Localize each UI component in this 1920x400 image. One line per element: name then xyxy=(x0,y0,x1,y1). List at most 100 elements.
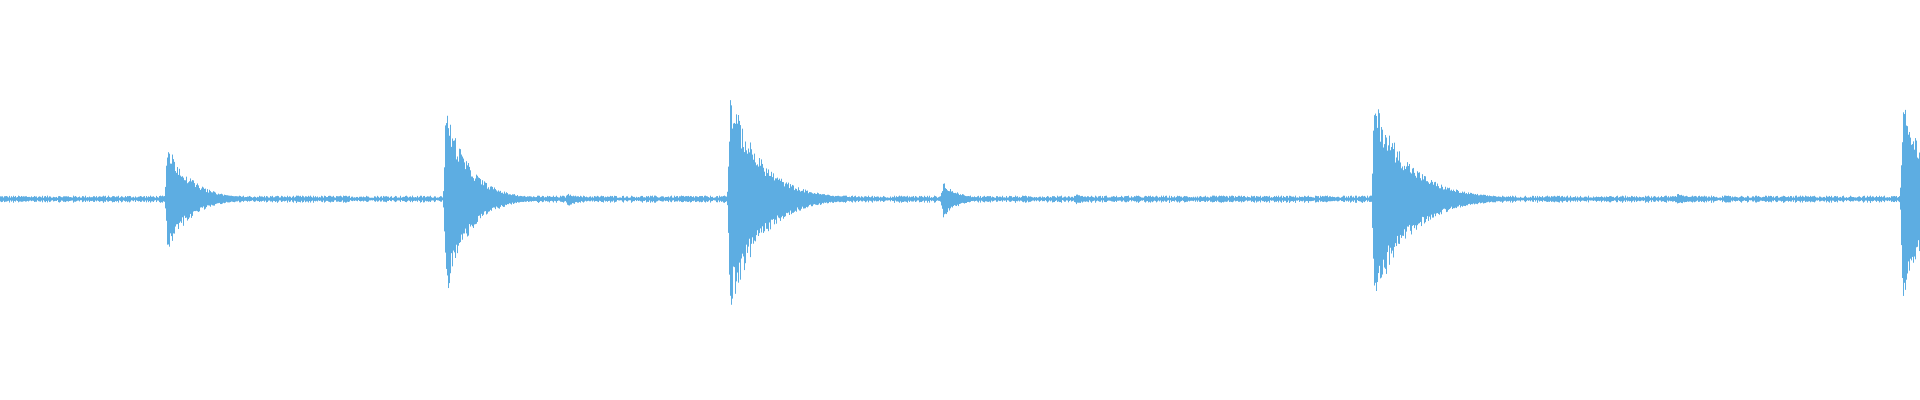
waveform-sample xyxy=(66,196,67,202)
waveform-sample xyxy=(1499,196,1500,202)
waveform-sample xyxy=(1889,197,1890,202)
waveform-sample xyxy=(1724,195,1725,202)
waveform-sample xyxy=(1070,197,1071,201)
waveform-sample xyxy=(933,197,934,201)
waveform-sample xyxy=(646,196,647,203)
waveform-sample xyxy=(255,196,256,202)
waveform-sample xyxy=(456,159,457,245)
waveform-sample xyxy=(245,196,246,201)
waveform-sample xyxy=(1212,195,1213,203)
waveform-sample xyxy=(84,197,85,201)
waveform-sample xyxy=(851,196,852,202)
waveform-sample xyxy=(1591,197,1592,201)
waveform-sample xyxy=(532,197,533,201)
waveform-sample xyxy=(1468,192,1469,205)
waveform-sample xyxy=(1482,195,1483,203)
waveform-sample xyxy=(890,196,891,202)
waveform-sample xyxy=(980,195,981,203)
waveform-sample xyxy=(1831,195,1832,203)
waveform-sample xyxy=(1050,196,1051,202)
waveform-sample xyxy=(694,197,695,201)
waveform-sample xyxy=(1713,196,1714,203)
waveform-sample xyxy=(1322,195,1323,202)
waveform-sample xyxy=(1135,196,1136,202)
waveform-sample xyxy=(1215,196,1216,202)
waveform-sample xyxy=(880,196,881,202)
waveform-sample xyxy=(88,197,89,201)
waveform-sample xyxy=(920,196,921,202)
waveform-sample xyxy=(1155,196,1156,202)
waveform-sample xyxy=(199,188,200,212)
waveform-sample xyxy=(686,196,687,202)
waveform-sample xyxy=(924,195,925,203)
waveform-sample xyxy=(1868,196,1869,201)
waveform-sample xyxy=(342,197,343,201)
waveform-sample xyxy=(750,142,751,258)
waveform-sample xyxy=(278,196,279,202)
waveform-sample xyxy=(1495,196,1496,203)
waveform-sample xyxy=(967,196,968,203)
waveform-sample xyxy=(33,196,34,201)
waveform-sample xyxy=(120,197,121,202)
waveform-sample xyxy=(746,150,747,245)
waveform-sample xyxy=(467,165,468,237)
waveform-sample xyxy=(1223,195,1224,203)
waveform-sample xyxy=(1076,194,1077,205)
waveform-sample xyxy=(1850,195,1851,202)
waveform-sample xyxy=(676,196,677,202)
waveform-sample xyxy=(192,180,193,216)
waveform-sample xyxy=(1387,150,1388,253)
waveform-sample xyxy=(1088,196,1089,203)
waveform-sample xyxy=(153,196,154,202)
waveform-sample xyxy=(888,197,889,201)
waveform-sample xyxy=(1119,197,1120,201)
waveform-sample xyxy=(1283,195,1284,202)
waveform-sample xyxy=(1189,196,1190,202)
waveform-sample xyxy=(935,196,936,203)
waveform-sample xyxy=(1830,197,1831,201)
waveform-sample xyxy=(641,195,642,202)
waveform-sample xyxy=(1331,197,1332,202)
waveform-sample xyxy=(454,140,455,253)
waveform-sample xyxy=(257,196,258,202)
waveform-sample xyxy=(1402,166,1403,236)
waveform-sample xyxy=(1117,197,1118,201)
waveform-sample xyxy=(487,188,488,214)
waveform-sample xyxy=(810,192,811,205)
waveform-sample xyxy=(682,196,683,203)
waveform-sample xyxy=(766,168,767,229)
waveform-sample xyxy=(134,197,135,201)
waveform-sample xyxy=(928,197,929,202)
waveform-sample xyxy=(289,196,290,203)
waveform-sample xyxy=(995,197,996,201)
waveform-sample xyxy=(498,190,499,209)
waveform-sample xyxy=(1843,195,1844,203)
waveform-sample xyxy=(398,197,399,201)
waveform-sample xyxy=(1569,197,1570,201)
waveform-sample xyxy=(1423,179,1424,218)
waveform-sample xyxy=(1793,196,1794,202)
waveform-sample xyxy=(390,196,391,201)
waveform-sample xyxy=(729,141,730,275)
waveform-sample xyxy=(1859,196,1860,202)
waveform-sample xyxy=(320,197,321,201)
waveform-sample xyxy=(1808,196,1809,202)
waveform-sample xyxy=(784,186,785,217)
waveform-sample xyxy=(642,195,643,203)
waveform-sample xyxy=(322,196,323,203)
waveform-sample xyxy=(1770,195,1771,202)
waveform-sample xyxy=(1533,195,1534,202)
waveform-sample xyxy=(912,196,913,202)
waveform-sample xyxy=(779,178,780,219)
waveform-sample xyxy=(1687,196,1688,202)
waveform-sample xyxy=(161,196,162,203)
waveform-sample xyxy=(1340,197,1341,201)
waveform-sample xyxy=(864,196,865,202)
waveform-sample xyxy=(580,195,581,203)
waveform-sample xyxy=(735,123,736,294)
waveform-sample xyxy=(1224,196,1225,202)
waveform-sample xyxy=(1816,197,1817,201)
waveform-sample xyxy=(738,115,739,283)
waveform-sample xyxy=(1349,197,1350,201)
